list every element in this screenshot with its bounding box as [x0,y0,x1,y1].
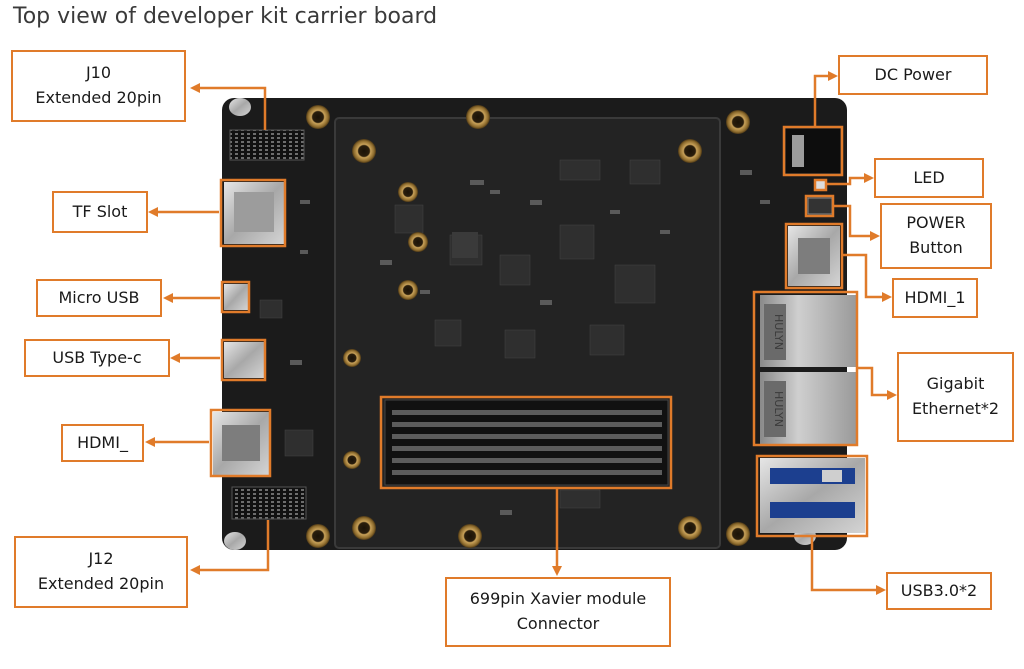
label-hdmi-1: HDMI_1 [892,278,978,318]
mount-hole [352,516,376,540]
mount-hole [466,105,490,129]
label-j12-line2: Extended 20pin [37,574,165,593]
mount-hole [678,516,702,540]
label-gigabit-line2: Ethernet*2 [911,399,1000,418]
callout-line-j12 [197,520,270,572]
arrowhead [828,71,838,81]
label-j12: J12 Extended 20pin [14,536,188,608]
label-gigabit-line1: Gigabit [926,374,985,394]
label-led: LED [874,158,984,198]
label-j12-line1: J12 [88,549,114,569]
diagram-title: Top view of developer kit carrier board [13,4,438,29]
label-dc-power: DC Power [838,55,988,95]
label-xavier-line2: Connector [516,614,600,633]
j12-header [231,486,307,520]
arrowhead [876,585,886,595]
label-micro-usb: Micro USB [36,279,162,317]
label-power-button-line1: POWER [906,213,966,233]
rj45-brand-text: HULYN [772,391,785,427]
highlight-xavier [379,395,673,490]
standoff [229,98,251,116]
usb-type-c-port [224,342,264,378]
label-hdmi-left-text: HDMI_ [77,432,128,452]
mount-hole [726,110,750,134]
highlight-dc-power [782,125,844,177]
arrowhead [882,292,892,302]
mount-hole [678,139,702,163]
arrowhead [190,565,200,575]
power-button [807,197,833,215]
label-usb-type-c-text: USB Type-c [52,347,142,367]
mount-hole [306,524,330,548]
label-usb3: USB3.0*2 [886,572,992,610]
label-gigabit-ethernet: Gigabit Ethernet*2 [897,352,1014,442]
standoff [224,532,246,550]
mount-hole [726,522,750,546]
label-j10: J10 Extended 20pin [11,50,186,122]
callout-line-j10 [197,86,267,130]
arrowhead [552,566,562,576]
arrowhead [870,231,880,241]
highlight-tf-slot [219,178,287,248]
arrowhead [163,293,173,303]
callout-line-dc [813,74,830,127]
label-tf-slot-text: TF Slot [72,201,128,221]
label-hdmi-left: HDMI_ [61,424,144,462]
label-usb3-text: USB3.0*2 [900,580,978,600]
callout-line-hdmi1 [842,253,884,299]
rj45-brand-text: HULYN [772,314,785,350]
label-usb-type-c: USB Type-c [24,339,170,377]
mount-hole [352,139,376,163]
callout-line-usb3 [810,536,878,592]
label-power-button-line2: Button [909,238,963,257]
label-power-button: POWER Button [880,203,992,269]
callout-line-led [826,176,866,186]
highlight-usb-type-c [220,338,267,382]
label-led-text: LED [913,167,945,187]
callout-line-power [833,204,872,238]
led [815,180,825,190]
arrowhead [145,437,155,447]
callout-line-eth [857,366,889,397]
arrowhead [148,207,158,217]
micro-usb-port [224,284,248,310]
label-xavier-line1: 699pin Xavier module [469,589,647,609]
label-j10-line1: J10 [85,63,112,83]
label-dc-power-text: DC Power [874,64,952,84]
label-micro-usb-text: Micro USB [58,287,140,307]
highlight-hdmi-left [209,408,272,478]
highlight-micro-usb [220,280,251,314]
arrowhead [864,173,874,183]
label-j10-line2: Extended 20pin [35,88,162,107]
arrowhead [170,353,180,363]
j10-header [229,129,305,161]
mount-hole [458,524,482,548]
arrowhead [190,83,200,93]
label-tf-slot: TF Slot [52,191,148,233]
arrowhead [887,390,897,400]
label-hdmi-1-text: HDMI_1 [904,287,966,307]
mount-hole [306,105,330,129]
label-xavier: 699pin Xavier module Connector [445,577,671,647]
